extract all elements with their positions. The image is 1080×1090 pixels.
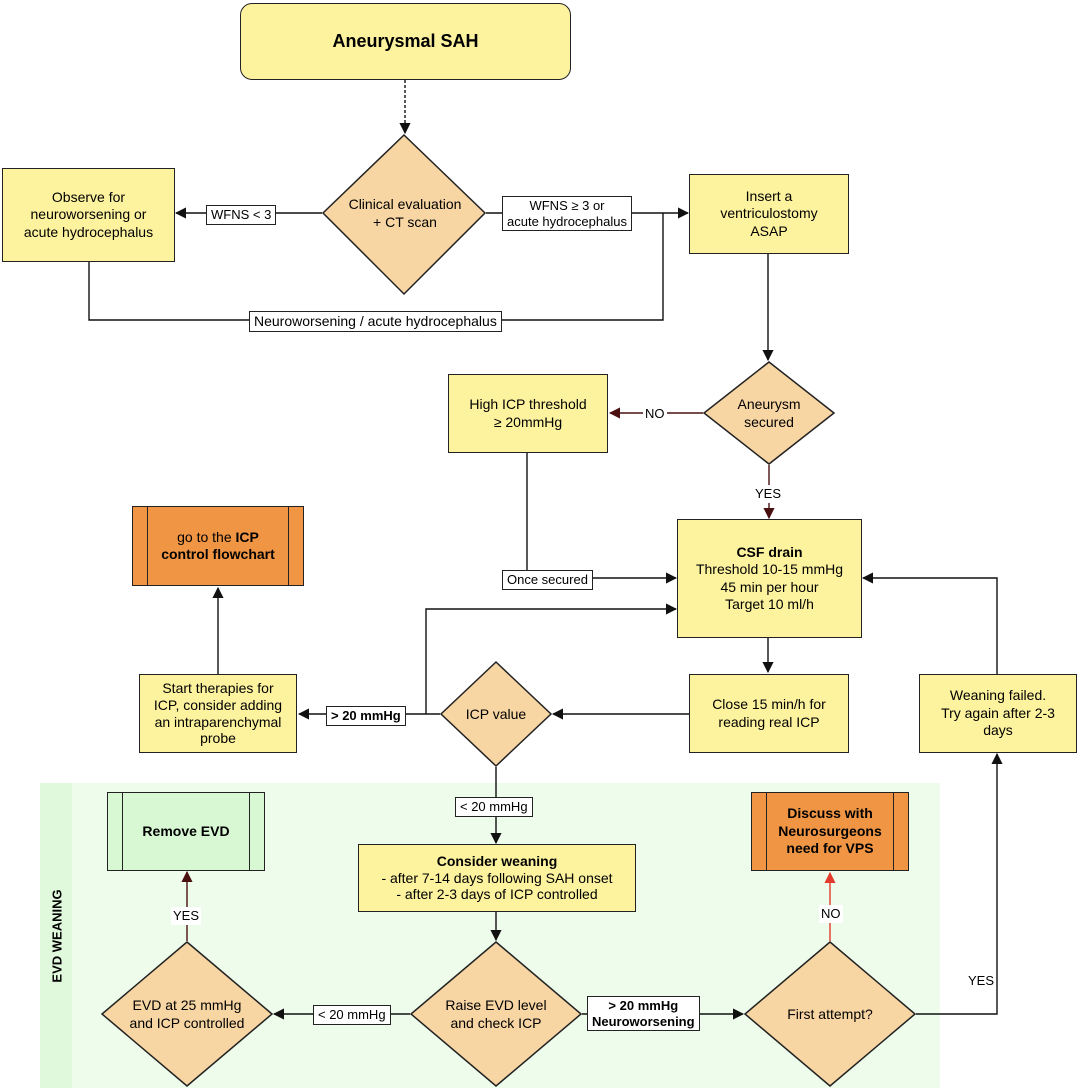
label-wfns-lt3: WFNS < 3 (206, 205, 277, 225)
csf-drain-body: Threshold 10-15 mmHg 45 min per hour Tar… (695, 561, 844, 612)
arrow-once-secured (526, 453, 678, 584)
ventriculostomy-node: Insert a ventriculostomy ASAP (689, 174, 849, 254)
label-lt20-icp: < 20 mmHg (455, 797, 533, 817)
label-no-aneurysm: NO (643, 405, 667, 423)
aneurysm-secured-diamond (702, 361, 836, 465)
high-icp-node-text: High ICP threshold ≥ 20mmHg (469, 396, 587, 430)
icp-control-link[interactable]: ICP control flowchart (161, 528, 275, 563)
csf-drain-title: CSF drain (736, 543, 803, 560)
evd-weaning-title-strip (40, 783, 72, 1088)
first-attempt-text: First attempt? (787, 1005, 873, 1022)
consider-weaning-body: - after 7-14 days following SAH onset - … (381, 869, 613, 903)
start-therapies-node: Start therapies for ICP, consider adding… (139, 674, 297, 753)
ventriculostomy-node-text: Insert a ventriculostomy ASAP (720, 187, 818, 239)
arrow-failed-to-csf (861, 572, 998, 695)
label-neuroworsening: Neuroworsening / acute hydrocephalus (249, 311, 502, 332)
icp-value-text: ICP value (465, 705, 527, 722)
clinical-evaluation-text: Clinical evaluation + CT scan (348, 195, 462, 230)
label-yes-first: YES (966, 972, 997, 990)
raise-evd-diamond (409, 941, 583, 1087)
evd-25-diamond (100, 941, 274, 1087)
label-no-first: NO (819, 905, 843, 923)
label-yes-remove: YES (171, 907, 202, 925)
label-lt20-raise: < 20 mmHg (313, 1005, 391, 1025)
icp-control-node[interactable]: go to the ICP control flowchart (132, 506, 304, 586)
remove-evd-node: Remove EVD (107, 792, 265, 871)
label-gt20: > 20 mmHg (326, 706, 406, 726)
start-therapies-node-text: Start therapies for ICP, consider adding… (153, 679, 283, 747)
observe-node: Observe for neuroworsening or acute hydr… (2, 168, 175, 262)
remove-evd-node-text: Remove EVD (142, 822, 230, 839)
arrow-first-to-failed (916, 752, 1003, 1015)
start-node-text: Aneurysmal SAH (332, 31, 479, 52)
start-node: Aneurysmal SAH (240, 3, 571, 80)
close-15-node-text: Close 15 min/h for reading real ICP (712, 696, 826, 730)
label-yes-aneurysm: YES (753, 485, 784, 503)
clinical-evaluation-diamond (321, 133, 487, 296)
weaning-failed-node-text: Weaning failed. Try again after 2-3 days (941, 687, 1055, 739)
icp-control-node-text: go to the ICP control flowchart (161, 529, 275, 564)
label-wfns-ge3: WFNS ≥ 3 or acute hydrocephalus (502, 196, 632, 232)
discuss-neurosurgeons-node: Discuss with Neurosurgeons need for VPS (751, 792, 909, 871)
icp-control-prefix: go to the (177, 528, 236, 545)
observe-node-text: Observe for neuroworsening or acute hydr… (23, 188, 154, 240)
raise-evd-text: Raise EVD level and check ICP (445, 996, 547, 1031)
consider-weaning-node: Consider weaning - after 7-14 days follo… (358, 844, 636, 912)
csf-drain-node: CSF drain Threshold 10-15 mmHg 45 min pe… (677, 519, 862, 638)
icp-value-diamond (439, 660, 553, 768)
evd-25-text: EVD at 25 mmHg and ICP controlled (129, 996, 245, 1031)
weaning-failed-node: Weaning failed. Try again after 2-3 days (919, 674, 1077, 753)
arrow-loop-to-csf (425, 603, 678, 714)
discuss-neurosurgeons-node-text: Discuss with Neurosurgeons need for VPS (778, 805, 882, 857)
label-once-secured: Once secured (502, 570, 593, 590)
first-attempt-diamond (743, 941, 917, 1087)
evd-weaning-title: EVD WEANING (49, 889, 65, 983)
high-icp-node: High ICP threshold ≥ 20mmHg (448, 374, 608, 453)
close-15-node: Close 15 min/h for reading real ICP (689, 674, 849, 753)
label-gt20-neuro: > 20 mmHg Neuroworsening (587, 996, 700, 1032)
aneurysm-secured-text: Aneurysm secured (737, 395, 801, 430)
consider-weaning-title: Consider weaning (436, 852, 558, 869)
